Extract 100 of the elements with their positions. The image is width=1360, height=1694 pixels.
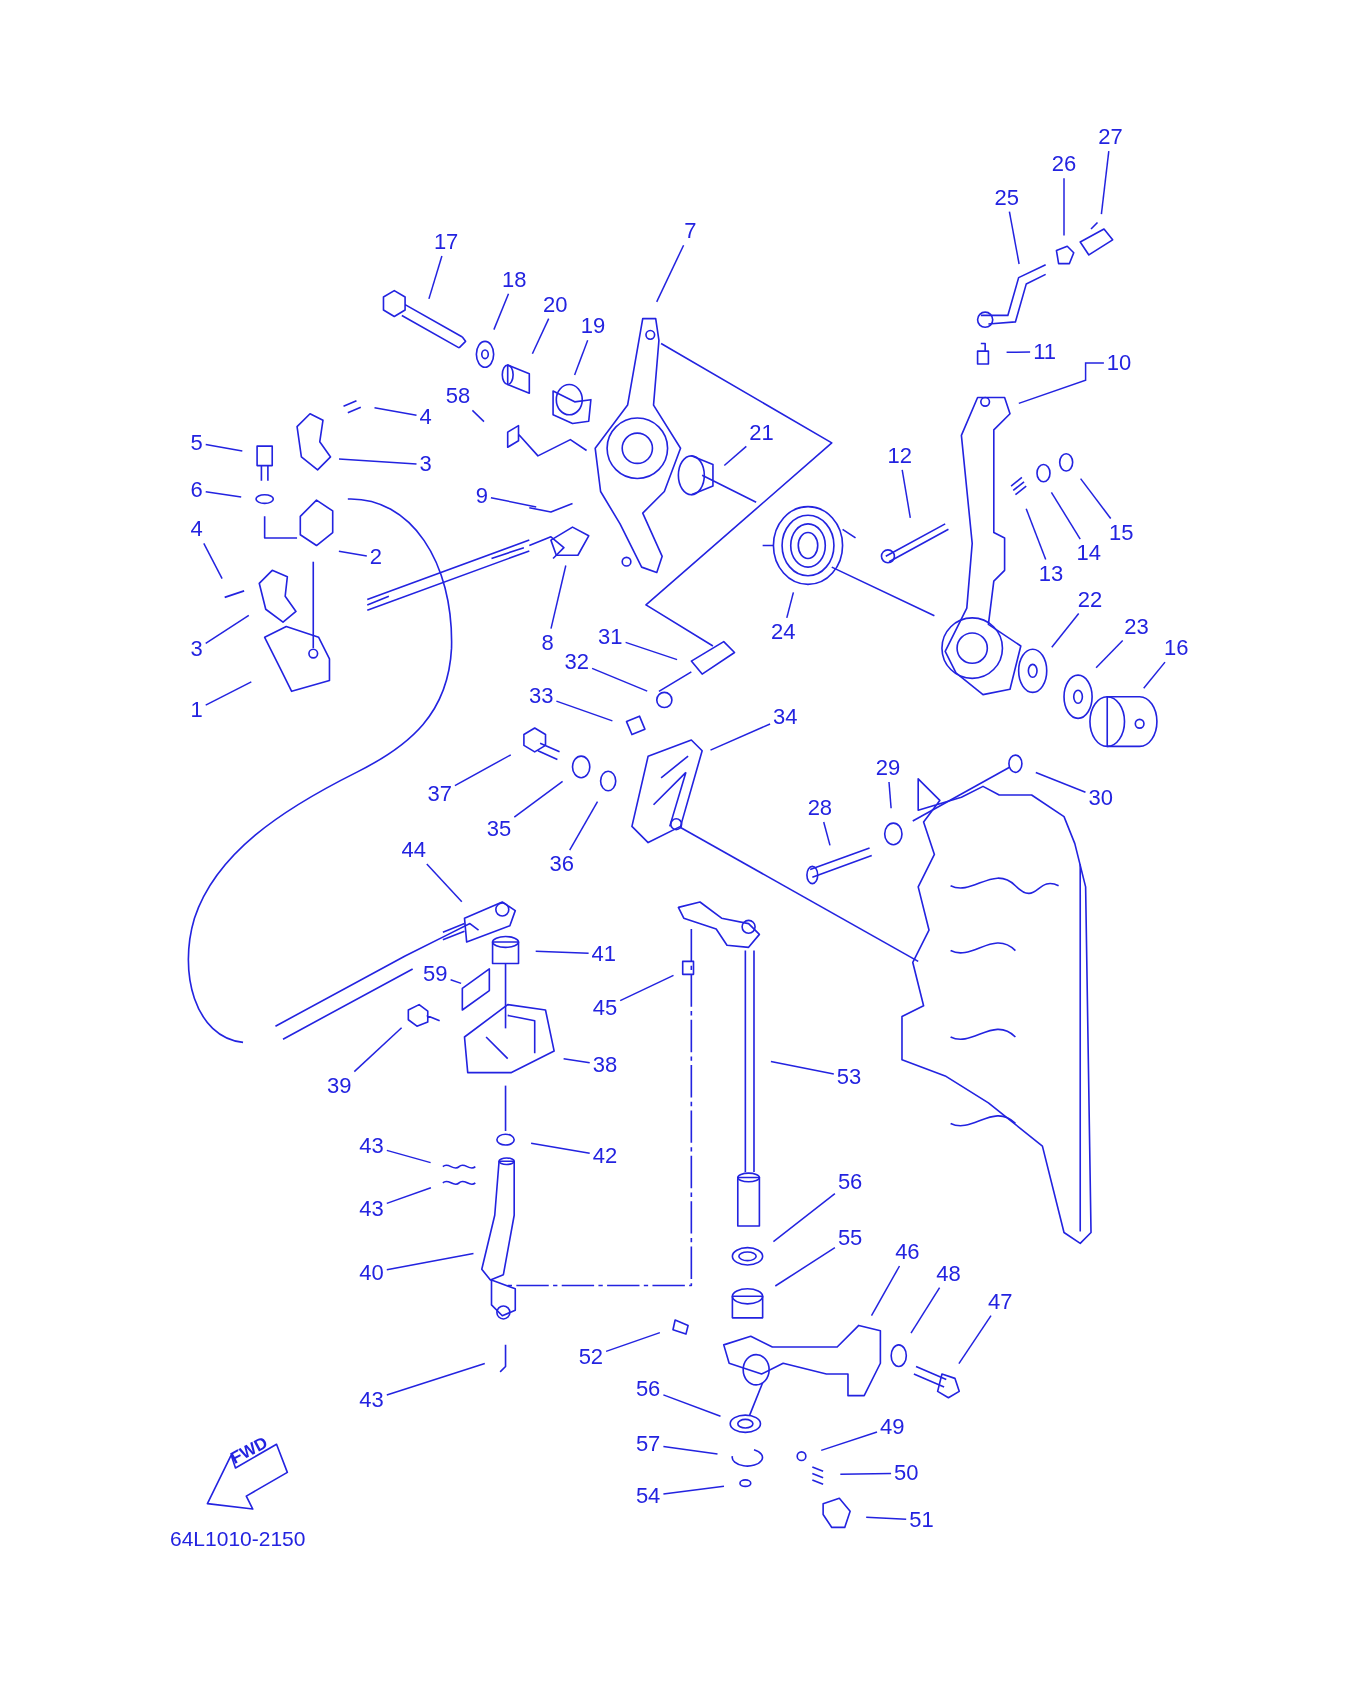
leader-line	[1008, 210, 1020, 265]
callout-number: 32	[564, 651, 590, 674]
callout-number: 5	[190, 431, 203, 454]
leader-line	[662, 1445, 719, 1455]
leader-line	[1051, 612, 1080, 648]
callout-number: 23	[1124, 615, 1149, 638]
callout-number: 44	[401, 839, 426, 862]
leader-line	[568, 800, 599, 851]
leader-line	[386, 1187, 432, 1205]
callout-number: 30	[1088, 787, 1113, 810]
leader-line	[839, 1472, 892, 1476]
leader-line	[786, 591, 795, 619]
callout-number: 53	[836, 1065, 862, 1088]
leader-line	[204, 443, 244, 452]
leader-line	[1079, 477, 1112, 520]
leader-line	[203, 542, 223, 580]
leader-line	[772, 1192, 836, 1243]
callout-number: 48	[936, 1262, 961, 1285]
callout-number: 59	[423, 963, 448, 986]
callout-number: 27	[1098, 126, 1123, 149]
leader-line	[471, 409, 485, 423]
callout-number: 22	[1077, 588, 1103, 611]
callout-number: 43	[359, 1197, 384, 1220]
callout-number: 3	[190, 638, 203, 661]
leader-line	[1063, 177, 1065, 237]
callout-number: 6	[190, 479, 203, 502]
callout-number: 51	[909, 1508, 934, 1531]
callout-number: 24	[770, 620, 796, 643]
leader-line	[386, 1149, 432, 1164]
callout-number: 43	[359, 1388, 384, 1411]
leader-line	[573, 339, 589, 376]
leader-line	[531, 317, 550, 355]
callout-number: 3	[419, 453, 432, 476]
callout-number: 49	[880, 1415, 905, 1438]
callout-number: 45	[592, 996, 618, 1019]
leader-line	[901, 469, 912, 519]
leader-line	[662, 1485, 725, 1495]
leader-line	[1025, 507, 1047, 561]
callout-number: 55	[837, 1226, 863, 1249]
leader-line	[958, 1314, 992, 1365]
leader-line	[428, 255, 443, 300]
callout-number: 7	[684, 220, 697, 243]
leader-line	[723, 445, 748, 467]
callout-number: 54	[635, 1485, 661, 1508]
callout-number: 20	[543, 293, 568, 316]
direction-label: FWD	[228, 1433, 271, 1467]
leader-line	[490, 496, 537, 508]
leader-line	[655, 244, 685, 303]
callout-number: 12	[887, 444, 913, 467]
callout-number: 17	[433, 230, 459, 253]
callout-number: 33	[528, 684, 554, 707]
leader-line	[822, 821, 831, 847]
callout-number: 25	[994, 186, 1019, 209]
callout-number: 41	[591, 942, 617, 965]
callout-number: 13	[1038, 562, 1064, 585]
callout-number: 21	[749, 422, 774, 445]
callout-number: 38	[592, 1054, 618, 1077]
callout-number: 42	[592, 1144, 618, 1167]
callout-number: 4	[190, 518, 203, 541]
leader-line	[555, 700, 614, 722]
leader-line	[353, 1027, 403, 1073]
leader-line	[449, 978, 462, 985]
callout-number: 56	[635, 1378, 661, 1401]
leader-line	[550, 564, 567, 630]
leader-line	[426, 863, 463, 903]
leader-line	[534, 950, 590, 954]
callout-number: 19	[580, 315, 606, 338]
callout-number: 8	[541, 631, 554, 654]
leader-line	[454, 754, 512, 787]
callout-number: 37	[427, 782, 452, 805]
leader-line	[662, 1394, 722, 1418]
callout-number: 50	[894, 1462, 919, 1485]
leader-line	[770, 1060, 835, 1075]
leader-line	[493, 293, 510, 331]
leader-line	[386, 1362, 486, 1396]
leader-line	[1005, 351, 1031, 353]
leader-line	[1018, 362, 1105, 405]
callout-number: 56	[837, 1170, 863, 1193]
callout-number: 11	[1033, 341, 1056, 364]
callout-number: 52	[578, 1345, 604, 1368]
callout-number: 2	[369, 546, 383, 569]
callout-number: 58	[445, 385, 471, 408]
leader-line	[624, 641, 678, 661]
callout-number: 4	[419, 405, 432, 428]
callout-number: 40	[359, 1261, 384, 1284]
callout-number: 14	[1076, 542, 1102, 565]
callout-number: 31	[598, 626, 623, 649]
leader-line	[1100, 150, 1110, 215]
leader-line	[888, 781, 892, 809]
diagram-code: 64L1010-2150	[170, 1528, 306, 1549]
callout-number: 18	[501, 268, 527, 291]
leader-line	[619, 974, 675, 1002]
callout-number: 26	[1051, 153, 1077, 176]
leader-line	[1095, 639, 1124, 669]
leader-line	[820, 1431, 878, 1452]
callout-number: 39	[326, 1074, 352, 1097]
callout-number: 47	[988, 1290, 1013, 1313]
leader-line	[386, 1252, 475, 1271]
callout-number: 36	[549, 853, 574, 876]
leader-line	[1035, 771, 1087, 793]
